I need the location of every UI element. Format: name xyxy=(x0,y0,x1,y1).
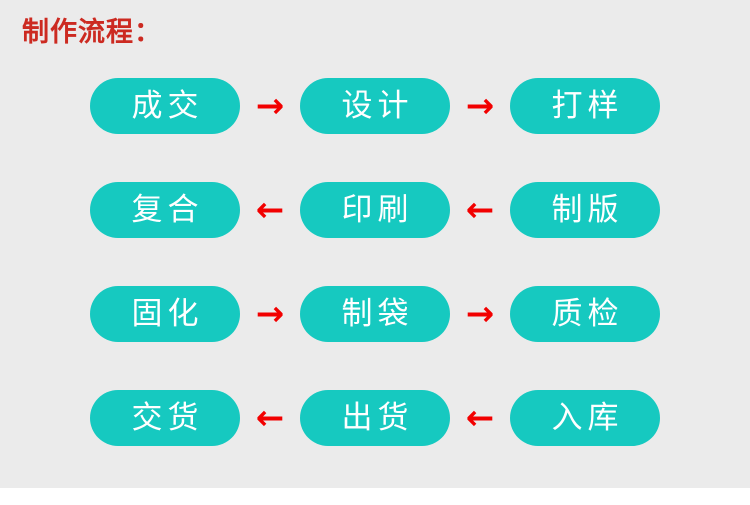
flow-node-label: 交货 xyxy=(131,400,204,436)
flow-node-label: 复合 xyxy=(131,192,204,228)
flow-node-label: 入库 xyxy=(551,400,624,436)
flow-node[interactable]: 设计 xyxy=(300,78,450,134)
flow-node[interactable]: 出货 xyxy=(300,390,450,446)
flow-row: 固化 → 制袋 → 质检 xyxy=(0,286,750,390)
flow-node-label: 质检 xyxy=(551,296,624,332)
arrow-left-icon: ← xyxy=(255,398,285,438)
flow-row: 交货 ← 出货 ← 入库 xyxy=(0,390,750,484)
page-title: 制作流程： xyxy=(22,17,162,48)
arrow-left-icon: ← xyxy=(465,190,495,230)
arrow-right-icon: → xyxy=(255,294,285,334)
arrow-right-icon: → xyxy=(465,86,495,126)
flow-row: 成交 → 设计 → 打样 xyxy=(0,78,750,182)
flow-node[interactable]: 成交 xyxy=(90,78,240,134)
flow-node-label: 制袋 xyxy=(341,296,414,332)
flow-node[interactable]: 交货 xyxy=(90,390,240,446)
flow-node-label: 出货 xyxy=(341,400,414,436)
flow-node-label: 打样 xyxy=(551,88,624,124)
flow-node[interactable]: 固化 xyxy=(90,286,240,342)
bottom-white-strip xyxy=(0,488,750,505)
flow-node-label: 制版 xyxy=(551,192,624,228)
flow-node[interactable]: 质检 xyxy=(510,286,660,342)
flow-node-label: 固化 xyxy=(131,296,204,332)
flow-node[interactable]: 制版 xyxy=(510,182,660,238)
arrow-left-icon: ← xyxy=(255,190,285,230)
flow-node[interactable]: 制袋 xyxy=(300,286,450,342)
flow-node-label: 印刷 xyxy=(341,192,414,228)
arrow-right-icon: → xyxy=(465,294,495,334)
arrow-right-icon: → xyxy=(255,86,285,126)
flow-rows-container: 成交 → 设计 → 打样 复合 ← 印刷 xyxy=(0,78,750,484)
flow-node[interactable]: 打样 xyxy=(510,78,660,134)
flow-node-label: 设计 xyxy=(341,88,414,124)
flow-node[interactable]: 复合 xyxy=(90,182,240,238)
flow-node[interactable]: 印刷 xyxy=(300,182,450,238)
flow-row: 复合 ← 印刷 ← 制版 xyxy=(0,182,750,286)
flow-node[interactable]: 入库 xyxy=(510,390,660,446)
flow-node-label: 成交 xyxy=(131,88,204,124)
arrow-left-icon: ← xyxy=(465,398,495,438)
